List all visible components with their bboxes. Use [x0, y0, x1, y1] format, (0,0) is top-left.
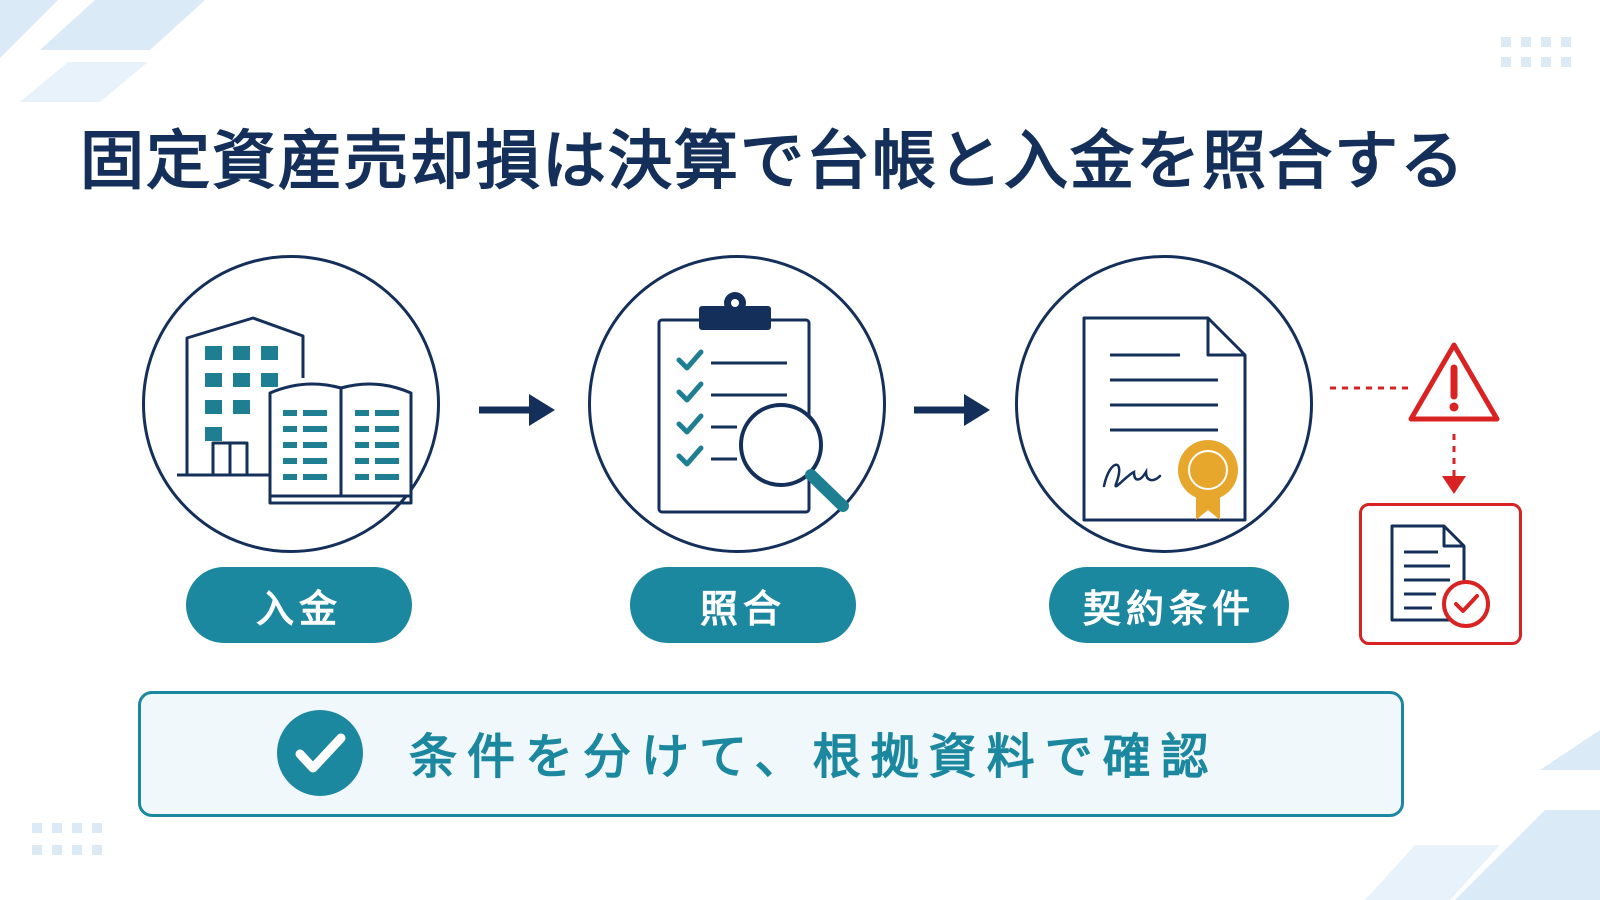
- arrow-right-icon: [914, 394, 990, 426]
- step-1-circle: [142, 255, 440, 553]
- warning-triangle-icon: [1408, 342, 1500, 422]
- contract-seal-icon: [1082, 316, 1247, 522]
- step-1-label: 入金: [186, 567, 412, 643]
- document-check-box: [1359, 503, 1522, 645]
- step-3-circle: [1015, 255, 1313, 553]
- document-check-icon: [1390, 524, 1490, 628]
- clipboard-magnifier-icon: [657, 292, 849, 514]
- step-3-label: 契約条件: [1049, 567, 1289, 643]
- summary-text: 条件を分けて、根拠資料で確認: [409, 729, 1219, 785]
- step-2-circle: [588, 255, 886, 553]
- check-circle-icon: [277, 710, 363, 796]
- arrow-right-icon: [479, 394, 555, 426]
- building-ledger-icon: [177, 316, 413, 505]
- step-2-label: 照合: [630, 567, 856, 643]
- summary-panel: 条件を分けて、根拠資料で確認: [138, 691, 1404, 817]
- page-title: 固定資産売却損は決算で台帳と入金を照合する: [80, 125, 1466, 199]
